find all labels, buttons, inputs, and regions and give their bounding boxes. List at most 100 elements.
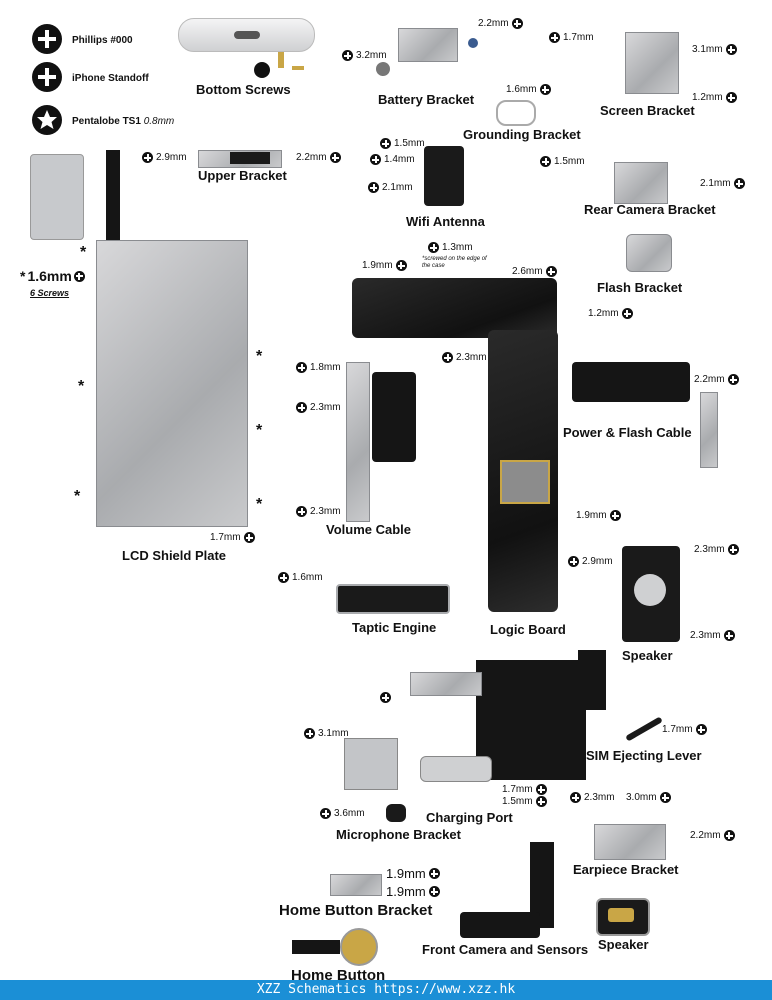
- lcd-shield-plate-image: [96, 240, 248, 527]
- speaker-measure-1: 2.3mm: [694, 544, 739, 555]
- earpiece-bracket-label: Earpiece Bracket: [573, 862, 679, 877]
- home-bracket-measure-1: 1.9mm: [386, 866, 440, 881]
- legend-standoff: iPhone Standoff: [72, 73, 149, 84]
- rear-camera-measure-1: 1.5mm: [540, 156, 585, 167]
- flash-measure-1: 1.2mm: [588, 308, 633, 319]
- bottom-screw-icon: [278, 52, 284, 68]
- logic-measure-1: 1.9mm: [362, 260, 407, 271]
- charging-flex-arm: [578, 650, 606, 710]
- flash-bracket-label: Flash Bracket: [597, 280, 683, 295]
- sim-reader-image: [500, 460, 550, 504]
- earpiece-measure-1: 2.3mm: [570, 792, 615, 803]
- screen-measure-3: 1.2mm: [692, 92, 737, 103]
- volume-measure-3: 2.3mm: [296, 506, 341, 517]
- home-button-label: Home Button: [291, 967, 386, 984]
- star-screw-icon: [254, 62, 270, 78]
- charging-bracket-image: [410, 672, 482, 696]
- bottom-screws-label: Bottom Screws: [196, 82, 291, 97]
- home-button-flex-image: [292, 940, 340, 954]
- sim-lever-label: SIM Ejecting Lever: [586, 748, 702, 763]
- wifi-measure-1: 1.5mm: [380, 138, 425, 149]
- power-flash-cable-label: Power & Flash Cable: [563, 425, 692, 440]
- front-camera-module-image: [460, 912, 540, 938]
- volume-measure-1: 1.8mm: [296, 362, 341, 373]
- bottom-screw-icon: [292, 66, 304, 70]
- volume-bracket-image: [346, 362, 370, 522]
- battery-measure-1: 2.2mm: [478, 18, 523, 29]
- power-flash-bracket-image: [700, 392, 718, 468]
- taptic-engine-image: [336, 584, 450, 614]
- microphone-measure-1: 3.6mm: [320, 808, 365, 819]
- speaker-measure-3: 2.3mm: [690, 630, 735, 641]
- battery-screw-icon: [376, 62, 390, 76]
- legend-phillips: Phillips #000: [72, 35, 133, 46]
- upper-measure-1: 2.9mm: [142, 152, 187, 163]
- headphone-jack-image: [344, 738, 398, 790]
- battery-screw-icon: [468, 38, 478, 48]
- volume-flex-image: [372, 372, 416, 462]
- screen-measure-2: 3.1mm: [692, 44, 737, 55]
- screen-measure-1: 1.7mm: [549, 32, 594, 43]
- sim-measure-1: 1.7mm: [662, 724, 707, 735]
- screw-marker-icon: *: [256, 348, 263, 365]
- volume-cable-label: Volume Cable: [326, 522, 412, 537]
- charging-port-label: Charging Port: [426, 810, 513, 825]
- lcd-screws-measure: *1.6mm: [20, 268, 85, 284]
- screw-marker-icon: *: [256, 422, 263, 439]
- upper-bracket-label: Upper Bracket: [198, 168, 287, 183]
- rear-camera-measure-2: 2.1mm: [700, 178, 745, 189]
- home-button-image: [340, 928, 378, 966]
- taptic-engine-label: Taptic Engine: [352, 620, 437, 635]
- pentalobe-screw-icon: [32, 105, 62, 135]
- microphone-bracket-label: Microphone Bracket: [336, 827, 461, 842]
- earpiece-measure-3: 2.2mm: [690, 830, 735, 841]
- earpiece-measure-2: 3.0mm: [626, 792, 671, 803]
- charging-measure-3: 1.5mm: [502, 796, 547, 807]
- earpiece-speaker-label: Speaker: [598, 937, 649, 952]
- legend-pentalobe: Pentalobe TS1 0.8mm: [72, 116, 175, 127]
- screen-bracket-image: [625, 32, 679, 94]
- phillips-screw-icon: [32, 24, 62, 54]
- screw-marker-icon: *: [80, 244, 87, 261]
- home-bracket-measure-2: 1.9mm: [386, 884, 440, 899]
- logic-measure-4: 2.3mm: [442, 352, 487, 363]
- grounding-bracket-image: [496, 100, 536, 126]
- home-button-bracket-label: Home Button Bracket: [279, 902, 433, 919]
- power-flash-measure-1: 2.2mm: [694, 374, 739, 385]
- logic-measure-2: 1.3mm: [428, 242, 473, 253]
- speaker-measure-2: 2.9mm: [568, 556, 613, 567]
- bottom-screws-image: [178, 18, 315, 52]
- logic-board-label: Logic Board: [490, 622, 566, 637]
- rear-camera-bracket-label: Rear Camera Bracket: [584, 202, 716, 217]
- logic-measure-3: 2.6mm: [512, 266, 557, 277]
- charging-port-image: [420, 756, 492, 782]
- taptic-measure-1: 1.6mm: [278, 572, 323, 583]
- charging-measure-2: 1.7mm: [502, 784, 547, 795]
- charging-measure-1: 3.1mm: [304, 728, 349, 739]
- home-button-bracket-image: [330, 874, 382, 896]
- power-flash-cable-image: [572, 362, 690, 402]
- battery-bracket-image: [398, 28, 458, 62]
- lcd-screws-note: 6 Screws: [30, 288, 70, 298]
- grounding-measure-1: 1.6mm: [506, 84, 551, 95]
- lcd-measure-1: 1.7mm: [210, 532, 255, 543]
- upper-bracket-tape: [230, 152, 270, 164]
- footer-banner[interactable]: XZZ Schematics https://www.xzz.hk: [0, 980, 772, 1000]
- sim-lever-image: [625, 716, 663, 742]
- rear-camera-bracket-image: [614, 162, 668, 204]
- wifi-antenna-label: Wifi Antenna: [406, 214, 485, 229]
- charging-flex-image: [476, 660, 586, 780]
- logic-board-upper-frame: [352, 278, 557, 338]
- logic-note: *screwed on the edge of the case: [422, 256, 487, 269]
- charging-plus-icon: [380, 690, 391, 708]
- grounding-bracket-label: Grounding Bracket: [463, 127, 581, 142]
- upper-measure-2: 2.2mm: [296, 152, 341, 163]
- wifi-measure-3: 2.1mm: [368, 182, 413, 193]
- screen-bracket-label: Screen Bracket: [600, 103, 695, 118]
- flash-bracket-image: [626, 234, 672, 272]
- front-camera-label: Front Camera and Sensors: [422, 942, 589, 957]
- earpiece-bracket-image: [594, 824, 666, 860]
- wifi-measure-2: 1.4mm: [370, 154, 415, 165]
- microphone-bracket-image: [386, 804, 406, 822]
- speaker-label: Speaker: [622, 648, 673, 663]
